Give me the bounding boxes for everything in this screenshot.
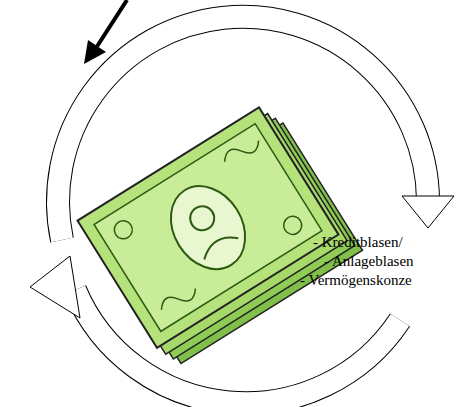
incoming-arrowhead <box>84 40 106 64</box>
cycle-arrowhead <box>30 256 80 318</box>
cycle-arrowhead <box>402 196 454 228</box>
incoming-arrow <box>96 0 127 48</box>
note-label: - Kreditblasen/ <box>313 234 403 251</box>
note-label: - Vermögenskonze <box>300 272 412 289</box>
note-label: - Anlageblasen <box>324 253 414 270</box>
